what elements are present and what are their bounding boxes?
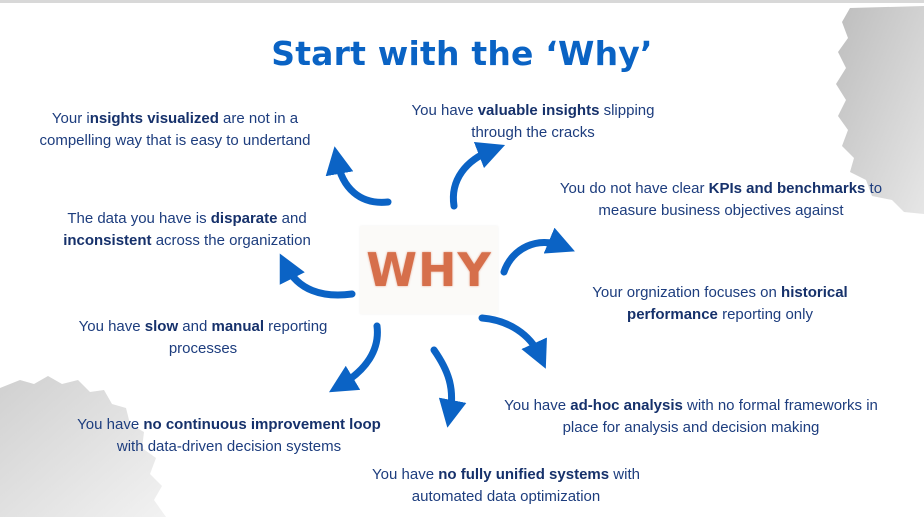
note-disparate: The data you have is disparate and incon…: [63, 210, 311, 249]
note-valuable-insights: You have valuable insights slipping thro…: [411, 102, 655, 141]
arrow-to-adhoc: [430, 346, 467, 428]
arrow-to-valuable-insights: [449, 141, 506, 210]
note-continuous: You have no continuous improvement loop …: [77, 416, 381, 455]
arrow-to-kpis: [500, 227, 575, 276]
arrow-to-slow-manual: [328, 322, 381, 393]
arrow-to-disparate: [279, 253, 356, 299]
note-historical: Your orgnization focuses on historical p…: [592, 284, 848, 323]
note-adhoc: You have ad-hoc analysis with no formal …: [504, 397, 878, 436]
note-insights-visualized: Your insights visualized are not in a co…: [39, 110, 311, 149]
page-title: Start with the ‘Why’: [271, 34, 653, 73]
why-center-image: WHY: [360, 226, 498, 314]
note-kpis: You do not have clear KPIs and benchmark…: [559, 180, 883, 219]
arrow-to-insights-visualized: [325, 146, 392, 206]
why-word: WHY: [366, 243, 492, 297]
arrow-to-historical: [478, 314, 547, 369]
note-slow-manual: You have slow and manual reporting proce…: [78, 318, 328, 357]
note-unified: You have no fully unified systems with a…: [372, 466, 640, 505]
